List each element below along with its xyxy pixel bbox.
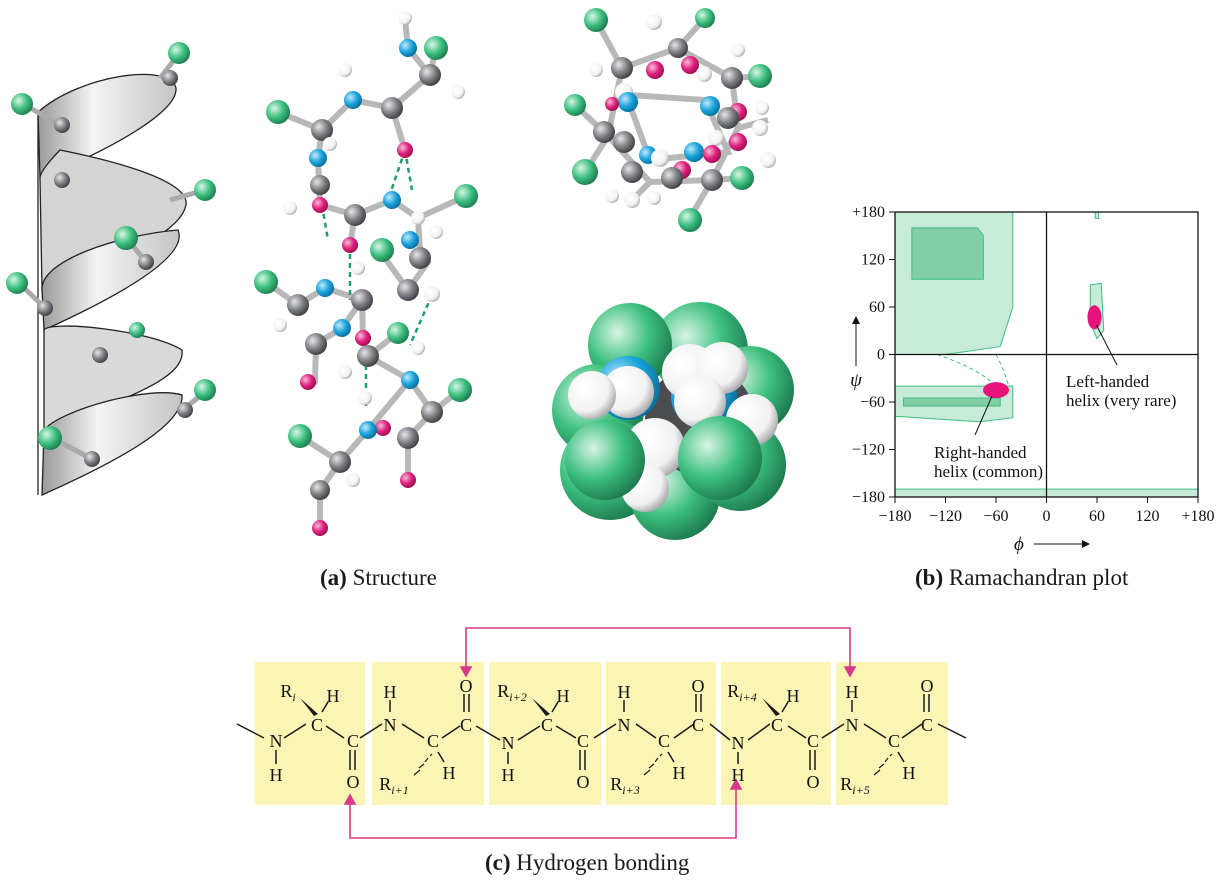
y-tick-label: −60 (860, 394, 885, 411)
h-label: H (557, 686, 570, 706)
r-label-1: Ri (280, 681, 295, 704)
x-tick-label: 60 (1089, 508, 1105, 525)
ball-and-stick-helix (254, 11, 478, 536)
o-label: O (807, 772, 820, 792)
c-label: C (347, 731, 359, 751)
x-tick-label: −180 (878, 508, 911, 525)
right-helix-leader (974, 395, 993, 436)
caption-c: (c) Hydrogen bonding (485, 850, 690, 875)
region-bridge-2 (995, 354, 1010, 387)
left-helix-leader (1096, 325, 1118, 366)
y-axis-arrowhead (852, 316, 860, 324)
h-label: H (846, 682, 859, 702)
h-label: H (787, 686, 800, 706)
right-helix-label-2: helix (common) (934, 462, 1043, 481)
y-tick-label: 0 (877, 347, 885, 364)
region-top-light (1094, 211, 1100, 219)
h-label: H (673, 763, 686, 783)
r-label-6: Ri+5 (840, 774, 869, 797)
h-label: H (443, 763, 456, 783)
n-label: N (384, 715, 397, 735)
atom-labels: Ri H C N H C O H N O C C H Ri+1 Ri+2 H C… (270, 676, 934, 797)
region-alpha-core (902, 397, 1001, 407)
tick-labels: −180 −120 −60 0 60 120 +180 +180 120 60 0 −60 −120 −1… (852, 204, 1215, 525)
y-tick-label: −180 (852, 489, 885, 506)
h-label: H (502, 765, 515, 785)
c-label: C (460, 715, 472, 735)
x-tick-label: 0 (1043, 508, 1051, 525)
caption-a: (a) Structure (320, 565, 437, 590)
h-label: H (270, 765, 283, 785)
hbond-arrows (343, 627, 857, 839)
o-label: O (577, 772, 590, 792)
x-tick-label: +180 (1181, 508, 1214, 525)
c-label: C (427, 731, 439, 751)
stereo-bonds (300, 698, 893, 776)
c-label: C (921, 715, 933, 735)
o-label: O (347, 772, 360, 792)
residue-box-3 (489, 662, 601, 805)
c-label: C (541, 715, 553, 735)
o-label: O (460, 676, 473, 696)
o-label: O (921, 676, 934, 696)
residue-box-2 (372, 662, 484, 805)
y-tick-label: −120 (852, 442, 885, 459)
residue-box-5 (721, 662, 831, 805)
left-helix-label-1: Left-handed (1066, 372, 1150, 391)
left-helix-label-2: helix (very rare) (1066, 391, 1176, 410)
right-handed-helix-point (983, 382, 1009, 399)
x-tick-label: 120 (1136, 508, 1160, 525)
c-label: C (888, 731, 900, 751)
c-label: C (771, 715, 783, 735)
o-label: O (692, 676, 705, 696)
region-beta-core (911, 227, 984, 280)
x-axis-label: ϕ (1014, 534, 1024, 555)
x-tick-label: −60 (983, 508, 1008, 525)
h-label: H (384, 682, 397, 702)
n-label: N (618, 715, 631, 735)
space-filling-model (552, 302, 794, 540)
residue-box-1 (255, 662, 365, 805)
c-label: C (577, 731, 589, 751)
c-label: C (807, 731, 819, 751)
x-axis-arrowhead (1082, 540, 1090, 548)
axis-labels: ϕψ (850, 316, 1090, 555)
right-helix-label-1: Right-handed (934, 443, 1027, 462)
y-tick-label: 120 (861, 252, 885, 269)
y-tick-label: +180 (852, 204, 885, 221)
backbone-bonds (236, 694, 967, 770)
y-tick-label: 60 (869, 299, 885, 316)
h-label: H (327, 686, 340, 706)
h-label: H (732, 765, 745, 785)
x-tick-label: −120 (929, 508, 962, 525)
structure-illustration (6, 8, 794, 540)
c-label: C (658, 731, 670, 751)
hydrogen-bonding-diagram: Ri H C N H C O H N O C C H Ri+1 Ri+2 H C… (236, 627, 967, 839)
y-axis-label: ψ (850, 370, 863, 391)
n-label: N (732, 733, 745, 753)
residue-box-4 (606, 662, 716, 805)
residue-boxes (255, 662, 948, 805)
caption-b: (b) Ramachandran plot (915, 565, 1129, 590)
residue-box-6 (836, 662, 948, 805)
end-view-ball-and-stick (564, 8, 776, 232)
n-label: N (502, 733, 515, 753)
region-bridge (936, 354, 997, 387)
n-label: N (846, 715, 859, 735)
n-label: N (270, 731, 283, 751)
helix-points (983, 305, 1102, 399)
ribbon-helix (6, 42, 216, 497)
h-label: H (903, 763, 916, 783)
c-label: C (692, 715, 704, 735)
h-label: H (618, 682, 631, 702)
ramachandran-plot: −180 −120 −60 0 60 120 +180 +180 120 60 0 −60 −120 −1… (850, 204, 1215, 555)
c-label: C (311, 715, 323, 735)
left-handed-helix-point (1087, 305, 1102, 330)
